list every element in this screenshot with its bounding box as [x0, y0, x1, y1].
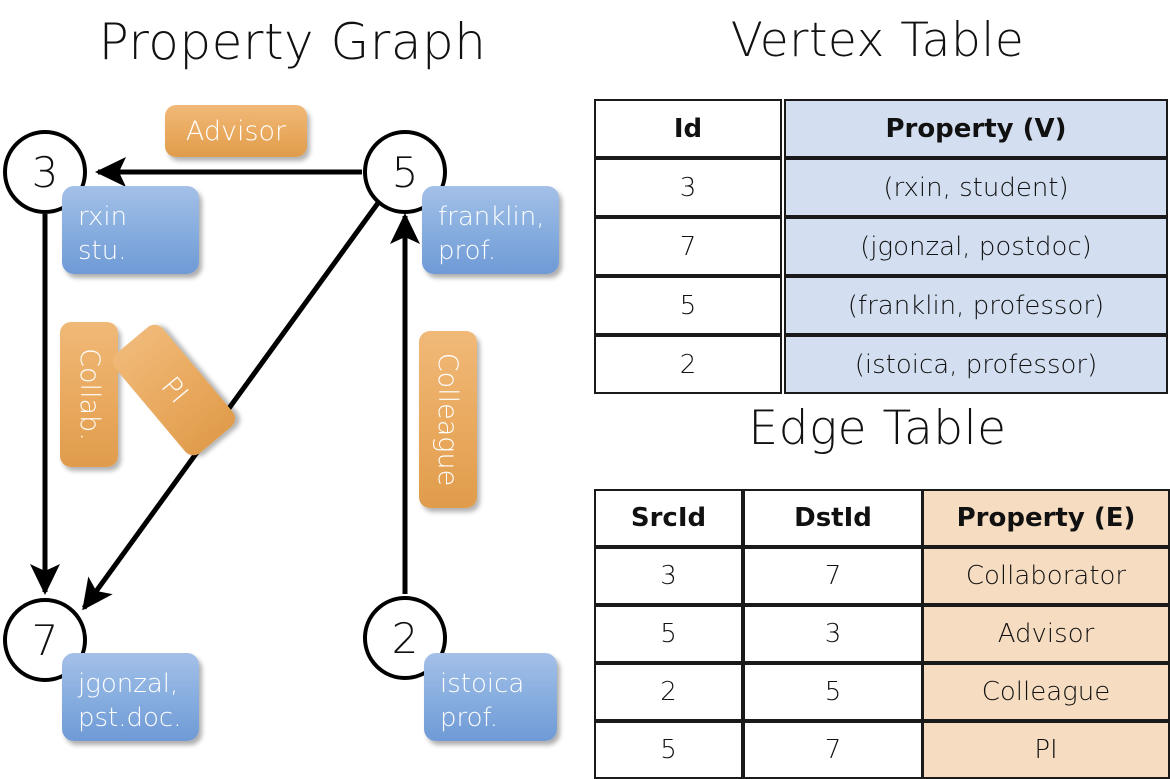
node-property-box-3: rxin stu.: [62, 186, 199, 274]
vertex-table-header-property: Property (V): [784, 99, 1168, 158]
edge-table-cell-property: Collaborator: [922, 547, 1170, 605]
table-row[interactable]: 5: [594, 276, 782, 335]
table-row[interactable]: 2: [594, 335, 782, 394]
edge-table-cell-dstid: 3: [743, 605, 923, 663]
edge-table-property-column: Property (E) Collaborator Advisor Collea…: [922, 489, 1170, 779]
table-row[interactable]: (jgonzal, postdoc): [784, 217, 1168, 276]
table-row[interactable]: 2 5: [594, 663, 923, 721]
edge-label-collab-text: Collab.: [73, 348, 105, 441]
edge-table-cell-dstid: 7: [743, 721, 923, 779]
graph-node-5[interactable]: 5: [363, 130, 447, 214]
edge-table-cell-srcid: 5: [594, 605, 743, 663]
property-graph-diagram: 3 5 7 2 rxin stu. franklin, prof. jgonza…: [0, 0, 585, 760]
graph-node-7-label: 7: [31, 615, 59, 665]
vertex-table-property-column: Property (V) (rxin, student) (jgonzal, p…: [784, 99, 1168, 394]
table-row[interactable]: PI: [922, 721, 1170, 779]
edge-table-header-dstid: DstId: [743, 489, 923, 547]
edge-table-id-columns: SrcId DstId 3 7 5 3 2 5 5 7: [594, 489, 923, 779]
edge-table-header-srcid: SrcId: [594, 489, 743, 547]
edge-label-collab: Collab.: [60, 322, 118, 467]
table-row[interactable]: (rxin, student): [784, 158, 1168, 217]
page-title-vertex-table: Vertex Table: [730, 13, 1025, 68]
edge-label-advisor: Advisor: [165, 105, 307, 157]
vertex-table-cell-id: 5: [594, 276, 782, 335]
edge-arrow-pi: [81, 201, 381, 611]
table-row[interactable]: Advisor: [922, 605, 1170, 663]
page-title-edge-table: Edge Table: [748, 401, 1007, 456]
table-header-row: Property (V): [784, 99, 1168, 158]
table-row[interactable]: 3: [594, 158, 782, 217]
graph-node-3-label: 3: [31, 147, 59, 197]
vertex-table-cell-property: (franklin, professor): [784, 276, 1168, 335]
vertex-table-cell-id: 7: [594, 217, 782, 276]
table-header-row: Id: [594, 99, 782, 158]
table-row[interactable]: Collaborator: [922, 547, 1170, 605]
edge-table-header-property: Property (E): [922, 489, 1170, 547]
table-header-row: Property (E): [922, 489, 1170, 547]
edge-label-colleague-text: Colleague: [432, 352, 464, 487]
graph-node-2-label: 2: [391, 613, 419, 663]
edge-label-advisor-text: Advisor: [185, 115, 287, 147]
table-header-row: SrcId DstId: [594, 489, 923, 547]
graph-edges-layer: [30, 157, 420, 611]
vertex-table-cell-property: (rxin, student): [784, 158, 1168, 217]
vertex-table-cell-id: 2: [594, 335, 782, 394]
edge-table-cell-srcid: 3: [594, 547, 743, 605]
edge-table-cell-srcid: 2: [594, 663, 743, 721]
edge-table-cell-dstid: 5: [743, 663, 923, 721]
edge-table-cell-dstid: 7: [743, 547, 923, 605]
table-row[interactable]: 3 7: [594, 547, 923, 605]
table-row[interactable]: 5 7: [594, 721, 923, 779]
table-row[interactable]: 7: [594, 217, 782, 276]
table-row[interactable]: (istoica, professor): [784, 335, 1168, 394]
node-property-box-7: jgonzal, pst.doc.: [62, 653, 199, 741]
vertex-table-cell-property: (istoica, professor): [784, 335, 1168, 394]
table-row[interactable]: 5 3: [594, 605, 923, 663]
graph-node-2[interactable]: 2: [363, 596, 447, 680]
vertex-table-cell-id: 3: [594, 158, 782, 217]
node-property-box-2: istoica prof.: [424, 653, 557, 741]
vertex-table-header-id: Id: [594, 99, 782, 158]
edge-table-cell-property: PI: [922, 721, 1170, 779]
edge-label-colleague: Colleague: [419, 331, 477, 508]
edge-label-pi-text: PI: [154, 370, 194, 410]
edge-table-cell-property: Colleague: [922, 663, 1170, 721]
edge-table-cell-property: Advisor: [922, 605, 1170, 663]
vertex-table-cell-property: (jgonzal, postdoc): [784, 217, 1168, 276]
graph-node-5-label: 5: [391, 147, 419, 197]
vertex-table-id-column: Id 3 7 5 2: [594, 99, 782, 394]
page-title-property-graph: Property Graph: [98, 13, 487, 71]
edge-table-cell-srcid: 5: [594, 721, 743, 779]
node-property-box-5: franklin, prof.: [422, 186, 559, 274]
table-row[interactable]: (franklin, professor): [784, 276, 1168, 335]
table-row[interactable]: Colleague: [922, 663, 1170, 721]
